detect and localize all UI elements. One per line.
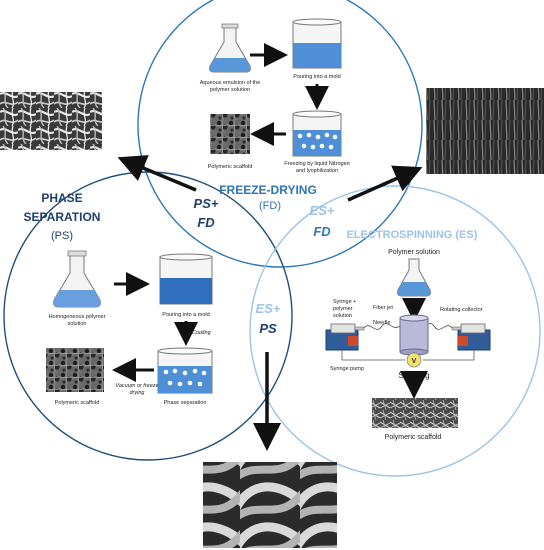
- fd-step-emulsion-line1: Aqueous emulsion of the: [200, 80, 261, 86]
- freeze-drying-circle: [137, 0, 423, 268]
- ps-step-mold-label: Pouring into a mold: [162, 312, 209, 318]
- ps-vacuum-line1: Vacuum or freeze: [115, 383, 158, 389]
- fd-step-emulsion-line2: polymer solution: [210, 87, 250, 93]
- es-left-syringe-pump-icon: [325, 323, 365, 351]
- es-fd-label-b: FD: [313, 224, 331, 239]
- es-flask-icon: [397, 258, 431, 297]
- fd-step-freeze-line1: Freezing by liquid Nitrogen: [284, 161, 349, 167]
- es-syringe-pump-label: Syringe pump: [330, 366, 364, 372]
- fd-title: FREEZE-DRYING: [219, 183, 317, 197]
- es-fiber-jet-label: Fiber jet: [373, 305, 393, 311]
- es-right-syringe-pump-icon: [451, 323, 491, 351]
- fd-step-scaffold-label: Polymeric scaffold: [208, 164, 253, 170]
- fd-scaffold-image: [210, 114, 250, 154]
- ps-scaffold-image: [46, 348, 104, 392]
- ps-title-line1: PHASE: [41, 191, 82, 205]
- fd-freeze-container-icon: [292, 110, 342, 157]
- es-rotating-collector-icon: [399, 314, 429, 356]
- es-ps-label-a: ES+: [256, 301, 281, 316]
- ps-fd-label-b: FD: [197, 215, 215, 230]
- ps-cooling-label: Cooling: [192, 330, 212, 336]
- es-rotating-collector-label: Rotating collector: [440, 307, 483, 313]
- es-fiber-jet-left: [363, 323, 401, 330]
- ps-step-scaffold-label: Polymeric scaffold: [55, 400, 100, 406]
- es-syringe-label-line3: solution: [333, 313, 352, 319]
- sem-image-ps-fd: [0, 92, 102, 150]
- ps-title-line2: SEPARATION: [24, 210, 101, 224]
- ps-step-homogeneous-line1: Homogeneous polymer: [49, 314, 106, 320]
- fd-flask-icon: [209, 23, 251, 73]
- es-voltage-source-icon: [406, 352, 422, 368]
- es-polymer-solution-label: Polymer solution: [388, 249, 440, 256]
- arrow-ps-fd-to-image: [117, 155, 197, 192]
- ps-mold-icon: [159, 253, 213, 305]
- ps-fd-label-a: PS+: [194, 196, 219, 211]
- es-title: ELECTROSPINNING (ES): [347, 229, 478, 241]
- ps-vacuum-line2: drying: [130, 390, 146, 396]
- fd-step-mold-label: Pouring into a mold: [293, 74, 340, 80]
- es-fd-label-a: ES+: [310, 203, 335, 218]
- es-voltage-label: V: [412, 358, 417, 365]
- sem-image-es-fd: [426, 88, 544, 174]
- es-needle-label: Needle: [373, 320, 390, 326]
- es-spinning-label: Spinning: [398, 371, 429, 380]
- fd-abbr: (FD): [259, 200, 281, 212]
- ps-separation-container-icon: [157, 347, 213, 394]
- ps-flask-icon: [53, 250, 101, 308]
- es-circuit-wire: [341, 350, 475, 361]
- es-scaffold-image: [372, 398, 458, 428]
- es-syringe-label-line1: Syringe +: [333, 299, 356, 305]
- arrow-es-fd-to-image: [347, 165, 423, 202]
- ps-step-separation-label: Phase separation: [164, 400, 207, 406]
- ps-step-homogeneous-line2: solution: [68, 321, 87, 327]
- fd-mold-icon: [292, 18, 342, 69]
- es-ps-label-b: PS: [259, 321, 277, 336]
- sem-image-es-ps: [203, 462, 337, 548]
- es-syringe-label-line2: polymer: [333, 306, 353, 312]
- es-scaffold-label: Polymeric scaffold: [385, 434, 442, 441]
- ps-abbr: (PS): [51, 230, 73, 242]
- fd-step-freeze-line2: and lyophilization: [296, 168, 338, 174]
